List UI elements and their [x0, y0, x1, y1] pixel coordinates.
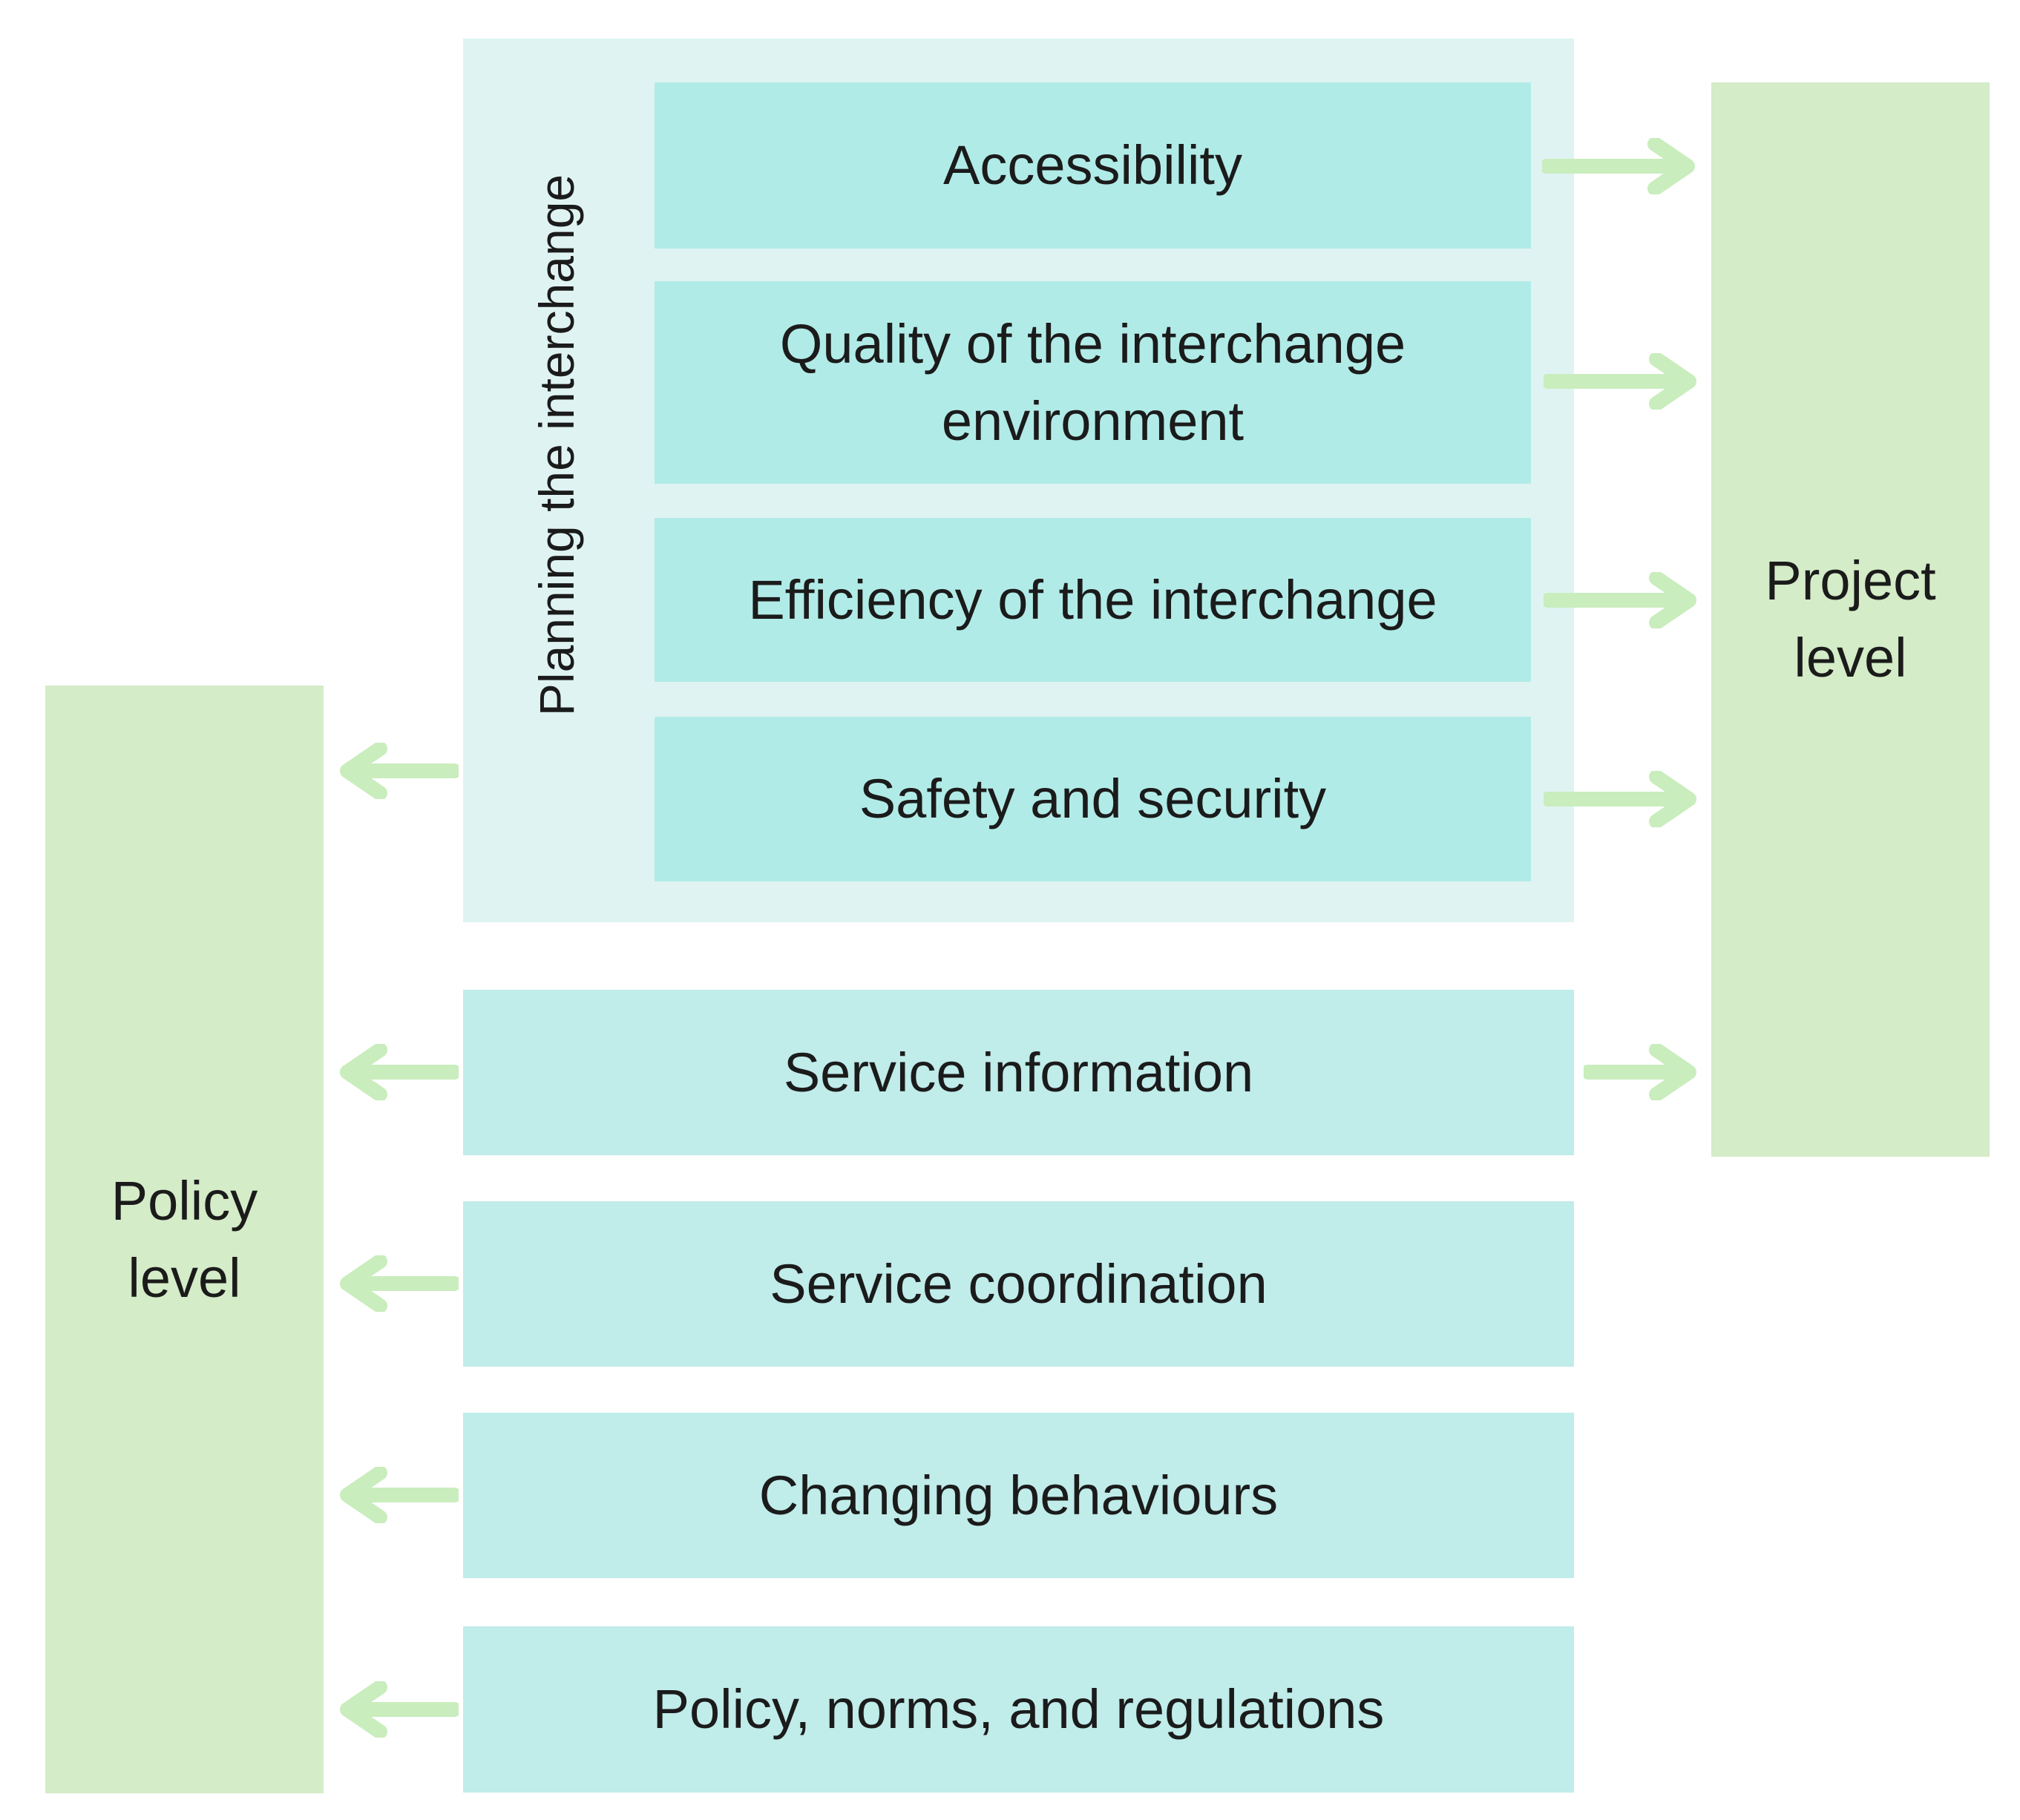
project-level-label: Project level [1765, 550, 1936, 689]
policy-level-box: Policy level [45, 686, 324, 1793]
arrow-left-service-information [332, 1044, 459, 1100]
arrow-right-efficiency [1544, 572, 1704, 628]
service-coordination-box: Service coordination [463, 1201, 1574, 1367]
planning-group-label: Planning the interchange [505, 80, 609, 810]
policy-norms-regulations-label: Policy, norms, and regulations [652, 1678, 1385, 1740]
efficiency-label: Efficiency of the interchange [748, 568, 1437, 631]
arrow-right-service-information [1584, 1044, 1704, 1100]
efficiency-box: Efficiency of the interchange [655, 518, 1531, 682]
changing-behaviours-box: Changing behaviours [463, 1413, 1574, 1578]
policy-level-label: Policy level [111, 1169, 258, 1309]
accessibility-label: Accessibility [943, 134, 1242, 196]
arrow-left-policy-norms-regulations [332, 1681, 459, 1738]
service-coordination-label: Service coordination [770, 1252, 1268, 1315]
quality-environment-label: Quality of the interchange environment [779, 312, 1406, 452]
arrow-left-changing-behaviours [332, 1467, 459, 1523]
planning-group-label-text: Planning the interchange [529, 174, 585, 717]
changing-behaviours-label: Changing behaviours [758, 1464, 1279, 1526]
service-information-box: Service information [463, 990, 1574, 1155]
quality-environment-box: Quality of the interchange environment [655, 281, 1531, 484]
accessibility-box: Accessibility [655, 82, 1531, 249]
project-level-box: Project level [1711, 82, 1990, 1157]
arrow-right-quality-environment [1544, 353, 1704, 410]
safety-security-box: Safety and security [655, 717, 1531, 881]
policy-norms-regulations-box: Policy, norms, and regulations [463, 1626, 1574, 1793]
service-information-label: Service information [783, 1041, 1254, 1103]
arrow-left-service-coordination [332, 1255, 459, 1312]
arrow-left-planning [332, 743, 459, 799]
safety-security-label: Safety and security [859, 768, 1327, 829]
arrow-right-accessibility [1542, 138, 1702, 194]
arrow-right-safety-security [1544, 771, 1704, 827]
